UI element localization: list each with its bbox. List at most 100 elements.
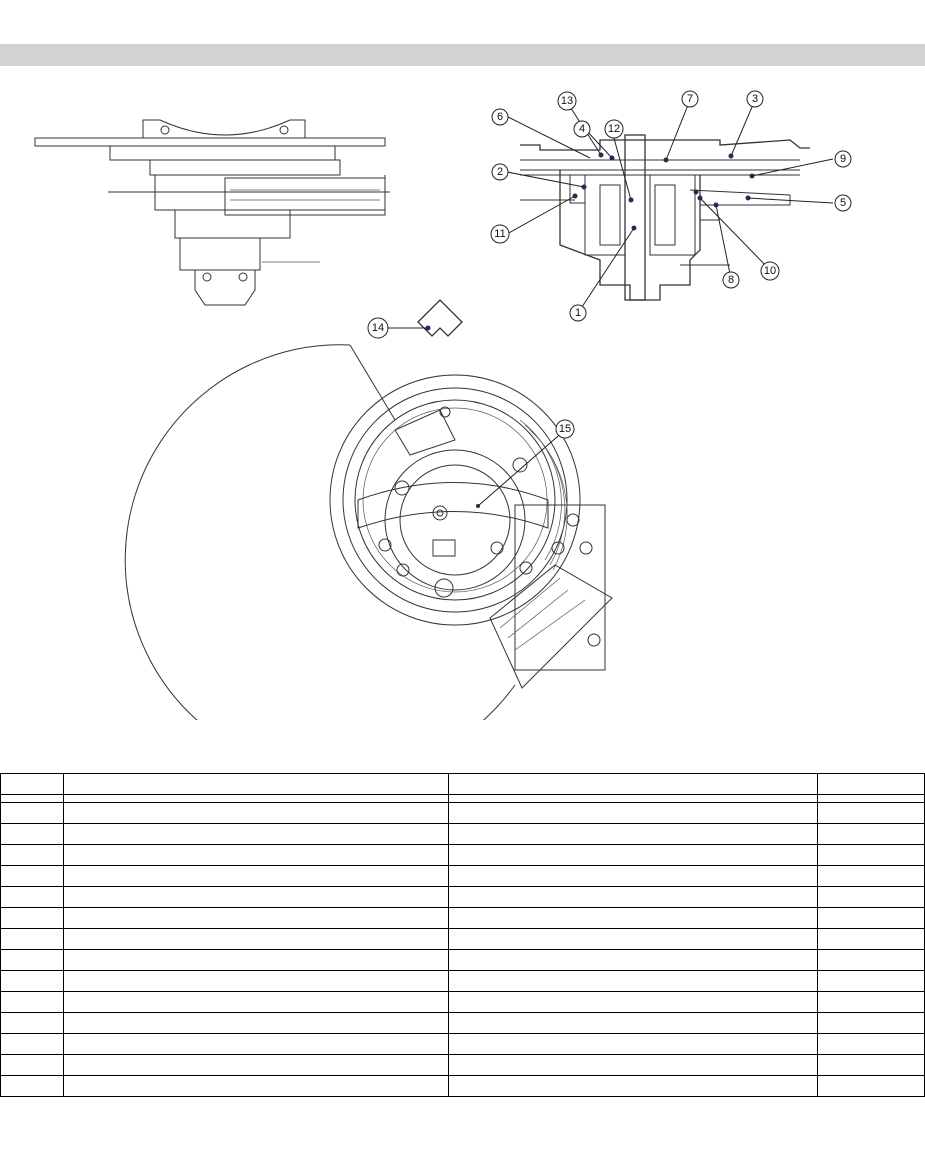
callout-11: 11 (490, 224, 510, 244)
bracket-drawing (417, 299, 463, 337)
svg-text:4: 4 (579, 123, 585, 135)
table-row (0, 886, 925, 908)
leader-lines (388, 99, 834, 507)
svg-text:2: 2 (497, 166, 503, 178)
table-cell (63, 991, 449, 1013)
table-cell (63, 1012, 449, 1034)
svg-text:7: 7 (687, 93, 693, 105)
table-cell (63, 907, 449, 929)
table-cell (817, 907, 925, 929)
svg-text:8: 8 (728, 274, 734, 286)
header-bar (0, 44, 925, 66)
svg-text:10: 10 (764, 265, 776, 277)
table-cell (0, 928, 64, 950)
table-cell (0, 794, 64, 803)
table-cell (63, 844, 449, 866)
table-row (0, 991, 925, 1013)
callout-4: 4 (573, 120, 591, 138)
table-cell (817, 823, 925, 845)
table-row (0, 907, 925, 929)
table-row (0, 928, 925, 950)
callout-5: 5 (834, 194, 852, 212)
table-row (0, 949, 925, 971)
callout-12: 12 (604, 119, 624, 139)
callout-13: 13 (557, 91, 577, 111)
technical-drawing: 1 2 3 4 5 6 7 8 9 10 11 12 13 14 15 (34, 90, 852, 720)
table-cell (0, 907, 64, 929)
table-cell (0, 991, 64, 1013)
table-cell (63, 1033, 449, 1055)
table-cell (448, 844, 818, 866)
table-cell (63, 1075, 449, 1097)
table-cell (448, 865, 818, 887)
table-cell (448, 991, 818, 1013)
table-cell (0, 802, 64, 824)
table-cell (63, 865, 449, 887)
svg-text:11: 11 (494, 228, 505, 240)
callout-6: 6 (491, 108, 509, 126)
table-cell (448, 794, 818, 803)
table-row (0, 844, 925, 866)
svg-text:3: 3 (752, 93, 758, 105)
table-row (0, 865, 925, 887)
table-cell (0, 1054, 64, 1076)
table-cell (448, 1054, 818, 1076)
table-cell (817, 1075, 925, 1097)
callout-15: 15 (555, 419, 575, 439)
table-cell (448, 907, 818, 929)
table-cell (817, 1012, 925, 1034)
table-cell (817, 886, 925, 908)
svg-text:6: 6 (497, 111, 503, 123)
table-cell (448, 773, 818, 795)
table-row (0, 970, 925, 992)
svg-text:9: 9 (840, 153, 846, 165)
table-row (0, 1033, 925, 1055)
side-view-drawing (34, 119, 390, 306)
table-cell (0, 1033, 64, 1055)
table-row (0, 1075, 925, 1097)
svg-text:13: 13 (561, 95, 573, 107)
table-cell (448, 886, 818, 908)
table-cell (0, 865, 64, 887)
table-cell (817, 970, 925, 992)
callout-7: 7 (681, 90, 699, 108)
plan-view-drawing (124, 344, 613, 720)
table-cell (63, 773, 449, 795)
callout-1: 1 (569, 304, 587, 322)
table-cell (448, 1012, 818, 1034)
table-cell (0, 1075, 64, 1097)
svg-text:5: 5 (840, 197, 846, 209)
table-cell (817, 928, 925, 950)
table-cell (448, 1033, 818, 1055)
callout-9: 9 (834, 150, 852, 168)
table-cell (0, 886, 64, 908)
callout-10: 10 (760, 261, 780, 281)
table-cell (63, 823, 449, 845)
table-row (0, 1054, 925, 1076)
callout-14: 14 (367, 317, 389, 339)
table-cell (817, 991, 925, 1013)
table-row (0, 1012, 925, 1034)
table-cell (817, 1054, 925, 1076)
table-cell (63, 886, 449, 908)
table-cell (63, 949, 449, 971)
table-row (0, 794, 925, 803)
table-cell (0, 823, 64, 845)
table-cell (63, 1054, 449, 1076)
table-cell (0, 844, 64, 866)
table-cell (0, 949, 64, 971)
table-cell (0, 970, 64, 992)
table-cell (817, 773, 925, 795)
table-cell (448, 949, 818, 971)
table-row (0, 823, 925, 845)
table-row (0, 773, 925, 795)
table-cell (817, 1033, 925, 1055)
table-cell (63, 802, 449, 824)
svg-text:15: 15 (559, 423, 571, 435)
table-cell (63, 970, 449, 992)
table-cell (817, 802, 925, 824)
table-cell (448, 802, 818, 824)
table-cell (63, 928, 449, 950)
parts-table (0, 773, 925, 1097)
table-cell (817, 949, 925, 971)
